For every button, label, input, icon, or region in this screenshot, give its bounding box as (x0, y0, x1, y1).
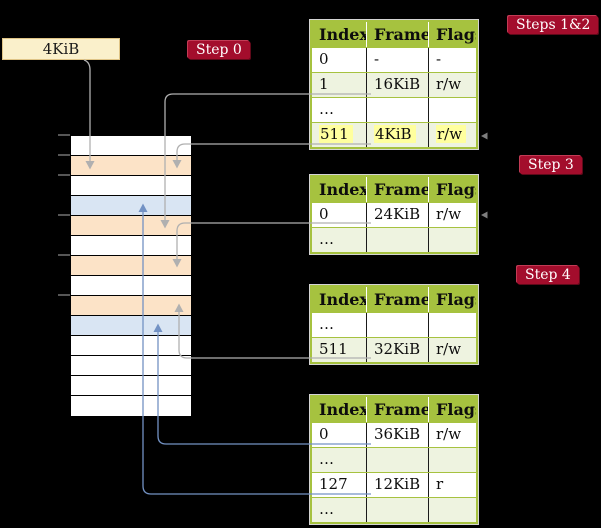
table-cell (366, 98, 428, 122)
badge-step-0: Step 0 (188, 41, 250, 59)
table-header-row: IndexFrameFlags (312, 177, 476, 202)
table-cell (366, 228, 428, 252)
table-cell: 36KiB (366, 423, 428, 447)
table-cell: … (312, 228, 366, 252)
memory-row-peach (71, 156, 191, 176)
column-header: Index (319, 400, 366, 419)
table-cell (428, 98, 476, 122)
table-cell: r/w (428, 203, 476, 227)
arrowhead-table1-entry511 (481, 132, 488, 140)
frame-4kib-label: 4KiB (2, 38, 120, 60)
table-cell: … (312, 498, 366, 522)
memory-row-peach (71, 256, 191, 276)
table-cell: r/w (428, 423, 476, 447)
table-cell: 1 (312, 73, 366, 97)
table-header-row: IndexFrameFlags (312, 397, 476, 422)
table-cell: … (319, 100, 334, 118)
memory-row-white (71, 136, 191, 156)
table-cell: - (428, 48, 476, 72)
badge-steps-1-2: Steps 1&2 (508, 16, 599, 34)
memory-row-white (71, 276, 191, 296)
table-cell (366, 448, 428, 472)
memory-strip (70, 135, 192, 417)
table-cell: 511 (312, 338, 366, 362)
table-cell: 12KiB (366, 473, 428, 497)
table-cell (428, 228, 476, 252)
page-table-step-3: IndexFrameFlags 0 24KiBr/w … (309, 174, 479, 255)
highlighted-value: 4KiB (374, 125, 416, 143)
table-cell (366, 313, 428, 337)
table-cell: 24KiB (366, 203, 428, 227)
table-cell: r/w (428, 338, 476, 362)
table-header-row: IndexFrameFlags (312, 287, 476, 312)
memory-row-white (71, 176, 191, 196)
highlighted-value: r/w (436, 125, 467, 143)
table-row: … (312, 497, 476, 522)
memory-row-white (71, 336, 191, 356)
column-header: Frame (366, 22, 428, 47)
table-cell: r (428, 473, 476, 497)
column-header: Frame (366, 177, 428, 202)
memory-row-white (71, 236, 191, 256)
memory-row-blue (71, 316, 191, 336)
column-header: Frame (366, 397, 428, 422)
column-header: Frame (366, 287, 428, 312)
table-cell: 4KiB (366, 123, 428, 147)
column-header: Index (319, 180, 366, 199)
table-cell: 0 (319, 50, 329, 68)
memory-row-white (71, 396, 191, 416)
table-cell: 511 (312, 123, 366, 147)
table-cell: … (319, 315, 334, 333)
table-row: … (312, 312, 476, 337)
table-row: … (312, 447, 476, 472)
column-header: Flags (428, 177, 476, 202)
table-cell: 32KiB (366, 338, 428, 362)
column-header: Flags (428, 397, 476, 422)
column-header: Flags (428, 287, 476, 312)
badge-step-3: Step 3 (520, 156, 582, 174)
table-cell: 127 (319, 475, 348, 493)
table-cell: … (312, 448, 366, 472)
memory-row-peach (71, 216, 191, 236)
table-cell: - (366, 48, 428, 72)
table-cell (428, 448, 476, 472)
table-row: … (312, 227, 476, 252)
table-cell: 0 (319, 205, 329, 223)
memory-row-white (71, 376, 191, 396)
column-header: Index (319, 25, 366, 44)
badge-step-4: Step 4 (517, 266, 579, 284)
arrowhead-table2-entry0 (481, 211, 488, 219)
table-cell (428, 313, 476, 337)
column-header: Index (319, 290, 366, 309)
memory-row-peach (71, 296, 191, 316)
table-row: 511 4KiB r/w (312, 122, 476, 147)
table-cell: r/w (428, 123, 476, 147)
table-header-row: IndexFrameFlags (312, 22, 476, 47)
table-cell (428, 498, 476, 522)
memory-row-blue (71, 196, 191, 216)
memory-row-white (71, 356, 191, 376)
table-cell (366, 498, 428, 522)
table-row: … (312, 97, 476, 122)
table-row: 0 -- (312, 47, 476, 72)
column-header: Flags (428, 22, 476, 47)
table-cell: r/w (428, 73, 476, 97)
table-cell: 0 (319, 425, 329, 443)
highlighted-value: 511 (319, 125, 353, 143)
table-cell: 16KiB (366, 73, 428, 97)
